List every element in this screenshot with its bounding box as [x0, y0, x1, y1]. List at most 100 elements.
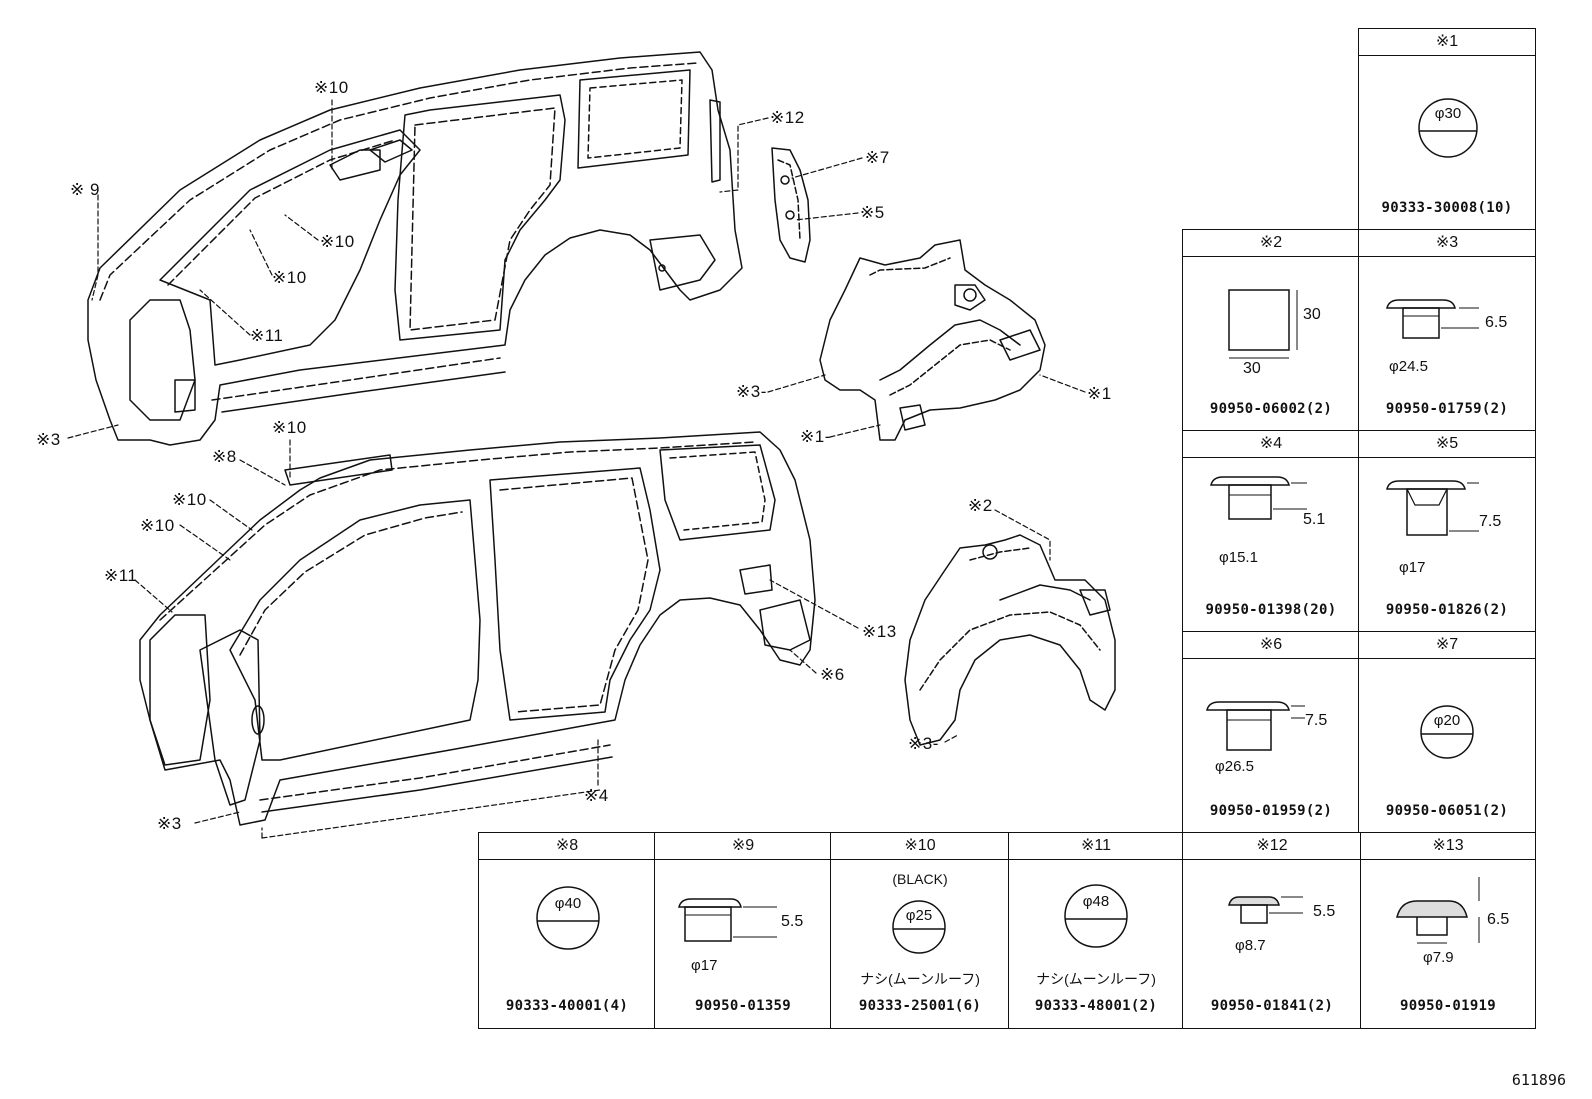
part-cell-2: ※2 30 30 90950-06002(2): [1182, 229, 1360, 432]
diameter-label: φ26.5: [1215, 758, 1254, 775]
grommet-icon: [1386, 480, 1479, 536]
height-label: 6.5: [1487, 911, 1510, 928]
height-label: 5.5: [781, 913, 804, 930]
plug-disc-icon: [1064, 884, 1128, 948]
lower-wheel-house: [904, 534, 1116, 746]
leader-lines: [67, 99, 1086, 839]
callout-3: ※3: [157, 814, 182, 833]
diameter-label: φ20: [1433, 712, 1461, 729]
grommet-icon: [1210, 476, 1307, 520]
part-number: 90950-06051(2): [1385, 803, 1509, 819]
part-number: 90950-01959(2): [1209, 803, 1333, 819]
callout-4: ※4: [584, 786, 609, 805]
diameter-label: φ17: [691, 957, 718, 974]
upper-side-panel: [87, 51, 743, 446]
part-ref: ※2: [1183, 230, 1359, 257]
part-cell-4: ※4 5.1 φ15.1 90950-01398(20): [1182, 430, 1360, 633]
diameter-label: φ17: [1399, 559, 1426, 576]
callout-10: ※10: [272, 418, 307, 437]
diameter-label: φ40: [554, 895, 582, 912]
callout-8: ※8: [212, 447, 237, 466]
grommet-icon: [1206, 701, 1305, 751]
callout-1: ※1-: [800, 427, 831, 446]
part-ref: ※8: [479, 833, 655, 860]
callout-10: ※10: [272, 268, 307, 287]
callout-3: ※3-: [908, 734, 939, 753]
upper-wheel-house: [819, 239, 1046, 441]
diameter-label: φ7.9: [1423, 949, 1454, 966]
part-cell-12: ※12 5.5 φ8.7 90950-01841(2): [1182, 832, 1362, 1029]
part-cell-5: ※5 7.5 φ17 90950-01826(2): [1358, 430, 1536, 633]
part-number: 90950-01841(2): [1210, 998, 1334, 1014]
callout-7: ※7: [865, 148, 890, 167]
height-label: 7.5: [1305, 712, 1328, 729]
part-number: 90333-30008(10): [1381, 200, 1513, 216]
callout-11: ※11: [250, 326, 284, 345]
callout-6: ※6: [820, 665, 845, 684]
height-label: 5.5: [1313, 903, 1336, 920]
diameter-label: φ15.1: [1219, 549, 1258, 566]
part-number: 90950-01826(2): [1385, 602, 1509, 618]
part-ref: ※13: [1361, 833, 1535, 860]
height-label: 6.5: [1485, 314, 1508, 331]
plug-disc-icon: [536, 886, 600, 950]
plug-disc-icon: [1420, 705, 1474, 759]
part-ref: ※1: [1359, 29, 1535, 56]
diameter-label: φ48: [1082, 893, 1110, 910]
part-cell-8: ※8 φ40 90333-40001(4): [478, 832, 656, 1029]
moonroof-note: ナシ(ムーンルーフ): [860, 971, 980, 987]
callout-10: ※10: [140, 516, 175, 535]
part-cell-6: ※6 7.5 φ26.5 90950-01959(2): [1182, 631, 1360, 834]
callout-10: ※10: [320, 232, 355, 251]
grommet-icon: [1228, 896, 1303, 924]
callout-13: ※13: [862, 622, 897, 641]
part-cell-11: ※11 φ48 ナシ(ムーンルーフ) 90333-48001(2): [1008, 832, 1184, 1029]
part-number: 90333-48001(2): [1034, 998, 1158, 1014]
lower-side-panel: [139, 431, 816, 826]
plug-disc-icon: [892, 900, 946, 954]
diameter-label: φ24.5: [1389, 358, 1428, 375]
part-ref: ※12: [1183, 833, 1361, 860]
part-cell-9: ※9 5.5 φ17 90950-01359: [654, 832, 832, 1029]
callout-12: ※12: [770, 108, 805, 127]
part-number: 90950-01919: [1399, 998, 1497, 1014]
part-ref: ※5: [1359, 431, 1535, 458]
callout-11: ※11: [104, 566, 138, 585]
part-ref: ※4: [1183, 431, 1359, 458]
height-label: 7.5: [1479, 513, 1502, 530]
callout-2: ※2: [968, 496, 993, 515]
callout-1: ※1: [1087, 384, 1112, 403]
part-ref: ※9: [655, 833, 831, 860]
width-label: 30: [1243, 360, 1261, 377]
height-label: 30: [1303, 306, 1321, 323]
diameter-label: φ8.7: [1235, 937, 1266, 954]
pillar-piece: [771, 147, 811, 263]
square-plug-icon: [1228, 289, 1298, 359]
part-number: 90950-01359: [694, 998, 792, 1014]
part-number: 90333-40001(4): [505, 998, 629, 1014]
callout-3: ※3-: [736, 382, 767, 401]
grommet-icon: [678, 898, 777, 942]
callout-5: ※5: [860, 203, 885, 222]
diameter-label: φ25: [905, 907, 933, 924]
height-label: 5.1: [1303, 511, 1326, 528]
color-note: (BLACK): [892, 871, 948, 887]
diameter-label: φ30: [1434, 105, 1462, 122]
part-ref: ※3: [1359, 230, 1535, 257]
grommet-icon: [1386, 299, 1479, 339]
part-number: 90333-25001(6): [858, 998, 982, 1014]
plug-disc-icon: [1418, 98, 1478, 158]
part-number: 90950-01759(2): [1385, 401, 1509, 417]
diagram-id: 611896: [1511, 1071, 1566, 1089]
callout-10: ※10: [314, 78, 349, 97]
part-cell-7: ※7 φ20 90950-06051(2): [1358, 631, 1536, 834]
part-ref: ※10: [831, 833, 1009, 860]
part-ref: ※6: [1183, 632, 1359, 659]
part-cell-13: ※13 6.5 φ7.9 90950-01919: [1360, 832, 1536, 1029]
callout-3: ※3: [36, 430, 61, 449]
callout-10: ※10: [172, 490, 207, 509]
callout-9: ※ 9: [70, 180, 100, 199]
part-ref: ※11: [1009, 833, 1183, 860]
part-cell-1: ※1 φ30 90333-30008(10): [1358, 28, 1536, 231]
